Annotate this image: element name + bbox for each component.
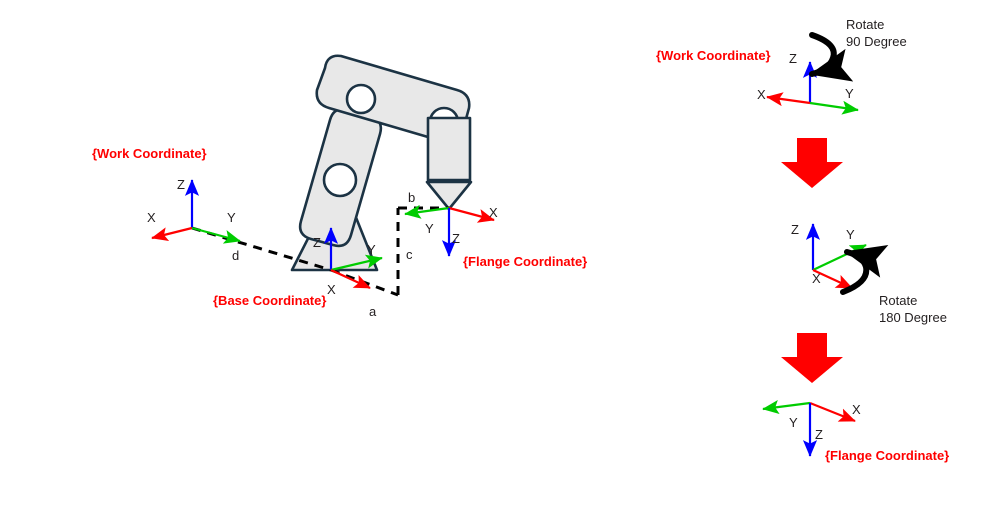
step2-x-label: X — [812, 271, 821, 286]
step3-frame — [762, 400, 856, 457]
step2-rotation-note-line2: 180 Degree — [879, 310, 947, 325]
step3-y-label: Y — [789, 415, 798, 430]
work-frame-x-label-left: X — [147, 210, 156, 225]
work-frame-x-axis — [151, 226, 193, 241]
flange-frame-z-label-left: Z — [452, 231, 460, 246]
robot-joint-upper-left — [345, 83, 377, 115]
robot-arm — [290, 54, 473, 272]
work-coordinate-label-left: {Work Coordinate} — [92, 146, 207, 161]
dimension-label-c: c — [406, 247, 413, 262]
robot-tool-cone — [425, 180, 473, 211]
flange-frame-y-label-left: Y — [425, 221, 434, 236]
flange-frame-x-axis — [448, 206, 495, 223]
flange-frame-left — [404, 204, 495, 257]
step1-rotation-note-line2: 90 Degree — [846, 34, 907, 49]
base-frame-x-axis — [330, 269, 371, 289]
dimension-label-b: b — [408, 190, 416, 205]
work-coordinate-label-right: {Work Coordinate} — [656, 48, 771, 63]
base-frame — [323, 227, 383, 289]
flange-coordinate-label-right: {Flange Coordinate} — [825, 448, 950, 463]
step1-rotation-note-line1: Rotate — [846, 17, 885, 32]
step2-rotation-note-line1: Rotate — [879, 293, 918, 308]
work-frame-z-label-left: Z — [177, 177, 185, 192]
base-coordinate-label: {Base Coordinate} — [213, 293, 327, 308]
step1-rotation-arc-icon — [809, 32, 854, 82]
dimension-label-a: a — [369, 304, 377, 319]
work-frame-left — [151, 179, 241, 244]
base-frame-y-label: Y — [367, 242, 376, 257]
step2-z-label: Z — [791, 222, 799, 237]
flange-frame-y-axis — [404, 204, 450, 219]
step2-rotation-arc-icon — [840, 245, 889, 295]
transition-arrow-1 — [781, 138, 843, 188]
robot-wrist — [426, 116, 472, 182]
flange-frame-x-label-left: X — [489, 205, 498, 220]
step2-y-label: Y — [846, 227, 855, 242]
step3-y-axis — [762, 400, 811, 414]
step1-y-axis — [809, 100, 859, 115]
step1-frame — [766, 32, 859, 115]
robot-joint-lower — [322, 162, 358, 198]
base-frame-z-label: Z — [313, 235, 321, 250]
dimension-label-d: d — [232, 248, 240, 263]
base-frame-x-label: X — [327, 282, 336, 297]
step1-x-label: X — [757, 87, 766, 102]
step1-y-label: Y — [845, 86, 854, 101]
step3-x-label: X — [852, 402, 861, 417]
transition-arrow-2 — [781, 333, 843, 383]
step2-x-axis — [812, 269, 853, 289]
work-frame-y-axis — [191, 226, 241, 244]
flange-coordinate-label-left: {Flange Coordinate} — [463, 254, 588, 269]
step3-x-axis — [809, 401, 856, 423]
base-frame-y-axis — [330, 254, 383, 272]
step1-z-label: Z — [789, 51, 797, 66]
work-frame-y-label-left: Y — [227, 210, 236, 225]
step1-x-axis — [766, 92, 811, 107]
step2-frame — [805, 223, 889, 295]
step3-z-label: Z — [815, 427, 823, 442]
